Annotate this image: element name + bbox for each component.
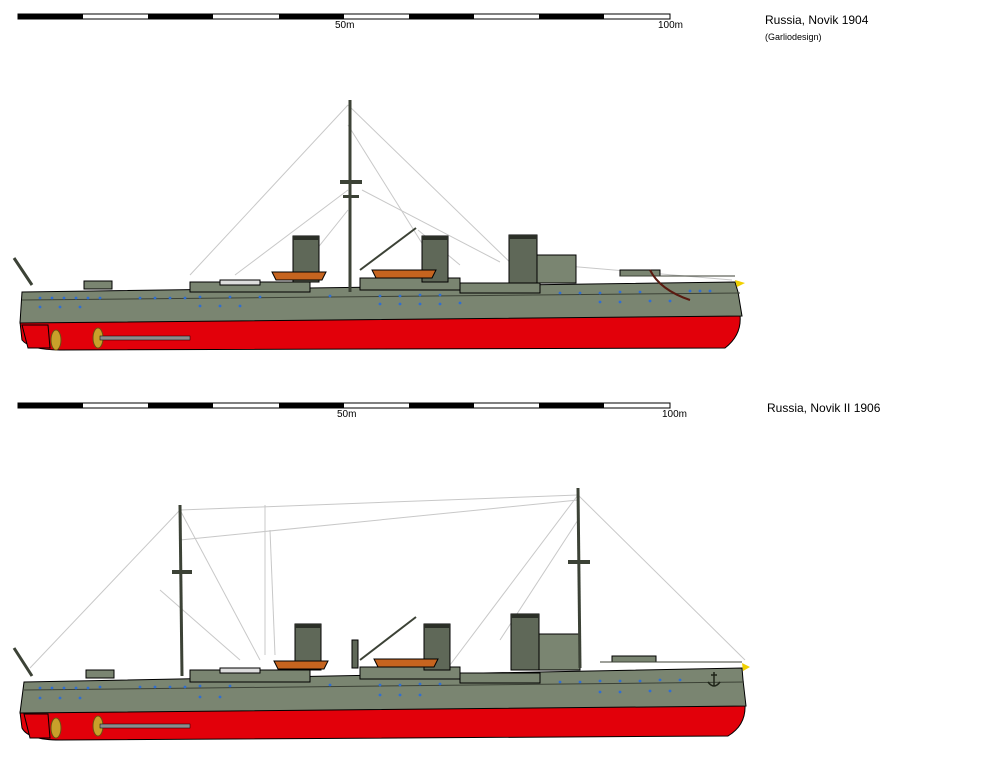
boat-crane	[359, 616, 417, 661]
ship-novik-ii-1906	[12, 487, 750, 741]
fwd-deckhouse	[459, 282, 541, 294]
boat-fwd	[371, 269, 437, 279]
boat-fwd	[373, 658, 439, 668]
scale-top-50m-label: 50m	[335, 20, 355, 31]
boat-aft	[271, 271, 327, 281]
rigging-lines	[189, 104, 733, 281]
top-ship-credit: (Garliodesign)	[765, 32, 822, 42]
scale-bar-bottom	[17, 402, 671, 409]
rudder	[21, 324, 51, 349]
bridge	[537, 633, 581, 671]
top-ship-title: Russia, Novik 1904	[765, 13, 869, 27]
foremast	[576, 487, 582, 669]
shaft	[99, 723, 191, 729]
anchor-chain	[649, 269, 691, 301]
fwd-deckhouse	[459, 672, 541, 684]
funnel-fwd	[508, 234, 538, 284]
portholes	[38, 289, 712, 309]
boat-crane	[359, 227, 417, 271]
rudder	[23, 713, 51, 739]
scale-bar-top	[17, 13, 671, 20]
boat-small	[219, 279, 261, 286]
scale-bottom-100m-label: 100m	[662, 409, 688, 420]
deck-line	[23, 681, 745, 691]
stern-flagstaff	[12, 257, 34, 286]
scale-top-100m-label: 100m	[658, 20, 684, 31]
bridge	[535, 254, 577, 284]
gun-fwd	[611, 655, 657, 663]
boat-small	[219, 667, 261, 674]
bow-flag	[742, 663, 750, 671]
hull-red-lower	[19, 704, 746, 741]
rigging-lines	[29, 494, 746, 669]
funnel-fwd	[510, 613, 540, 671]
mainmast	[178, 504, 184, 677]
scale-bottom-50m-label: 50m	[337, 409, 357, 420]
anchor-icon	[707, 672, 721, 687]
ship-novik-1904	[12, 100, 745, 351]
ventilator	[351, 639, 359, 669]
boat-aft	[273, 660, 329, 670]
bottom-ship-title: Russia, Novik II 1906	[767, 401, 881, 415]
propeller-1	[50, 717, 62, 739]
portholes	[38, 678, 682, 700]
propeller-1	[50, 329, 62, 351]
stern-flagstaff	[12, 647, 34, 677]
gun-aft	[83, 280, 113, 290]
bow-flag	[735, 280, 745, 287]
shaft	[99, 335, 191, 341]
gun-aft	[85, 669, 115, 679]
